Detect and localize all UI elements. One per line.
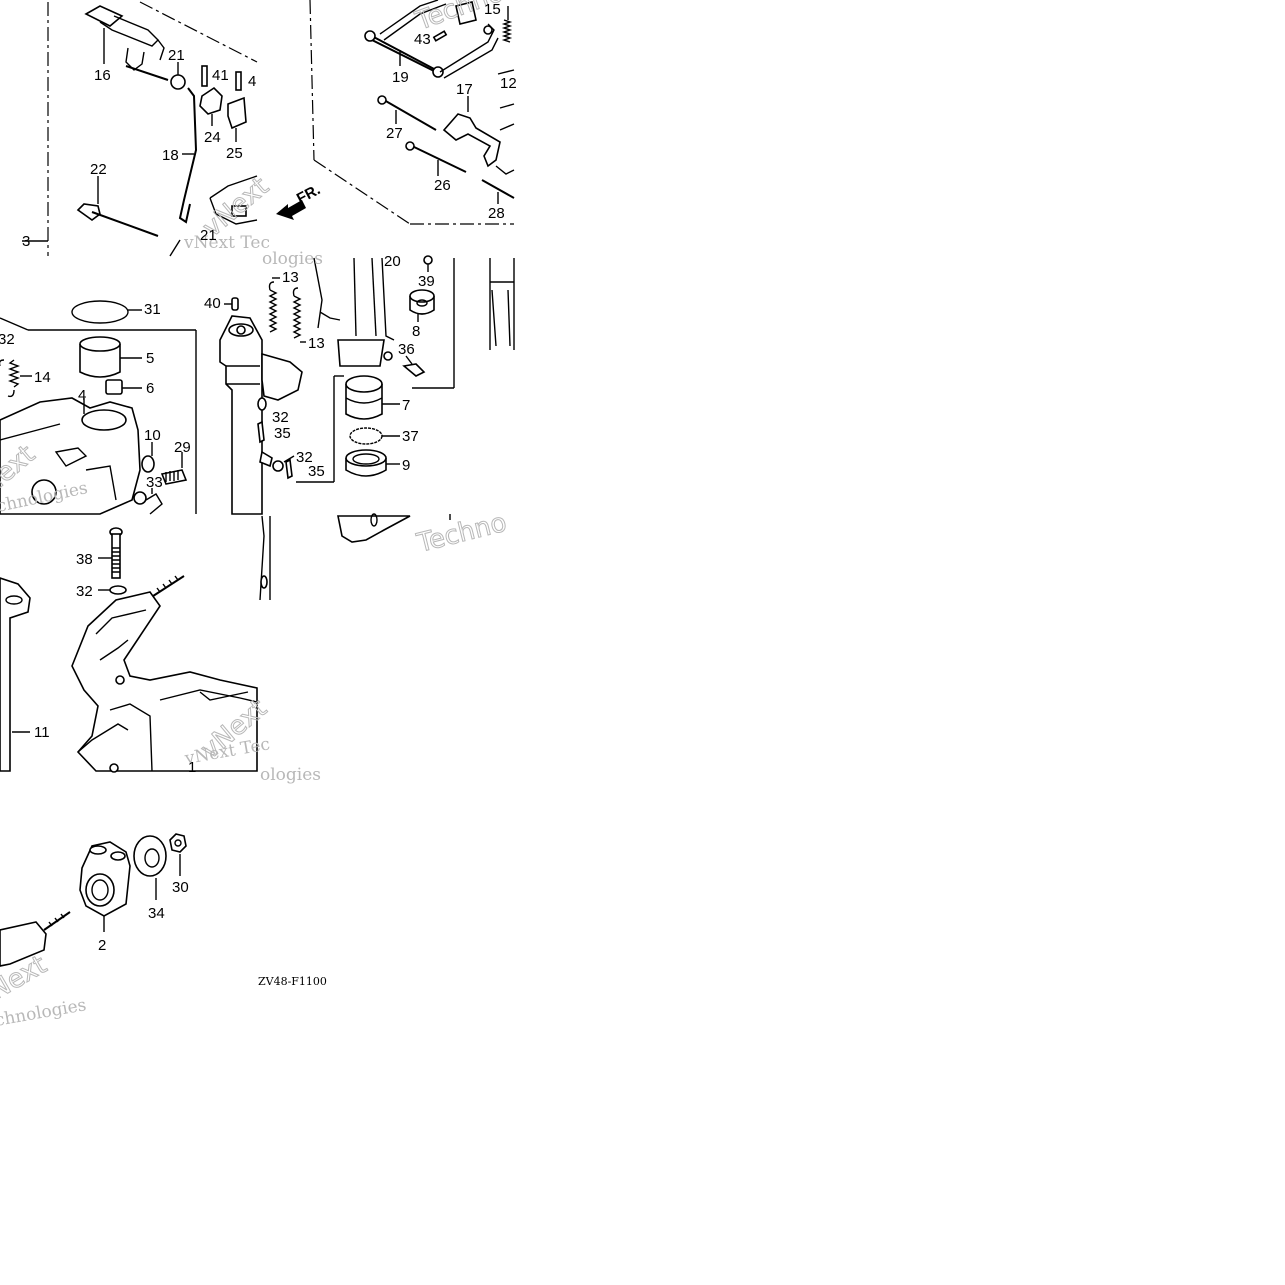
callout-3: 3 <box>22 233 30 250</box>
callout-14: 14 <box>34 369 51 386</box>
callout-34: 34 <box>148 905 165 922</box>
callout-28: 28 <box>488 205 505 222</box>
callout-40: 40 <box>204 295 221 312</box>
callout-21: 21 <box>200 227 217 244</box>
callout-17: 17 <box>456 81 473 98</box>
callout-19: 19 <box>392 69 409 86</box>
part-code-label: ZV48-F1100 <box>258 975 327 988</box>
front-direction-arrow: FR. <box>276 181 323 220</box>
tile-stern-bracket-left: vNext Tec vNext 38 32 11 1 <box>0 527 273 776</box>
callout-1: 1 <box>188 759 196 776</box>
callout-4: 4 <box>248 73 256 90</box>
watermark-text: ologies <box>260 765 321 785</box>
callout-6: 6 <box>146 380 154 397</box>
part-1-stern-bracket <box>71 591 258 773</box>
callout-13: 13 <box>308 335 325 352</box>
part-19-bracket-shaft <box>364 0 499 79</box>
callout-32: 32 <box>272 409 289 426</box>
callout-10: 10 <box>144 427 161 444</box>
watermark-text: chnologies <box>0 995 88 1031</box>
callout-5: 5 <box>146 350 154 367</box>
callout-26: 26 <box>434 177 451 194</box>
watermark-text: vNext Tec <box>183 233 270 253</box>
callout-11: 11 <box>34 724 50 741</box>
callout-18: 18 <box>162 147 179 164</box>
callout-4: 4 <box>78 387 86 404</box>
callout-7: 7 <box>402 397 410 414</box>
callout-33: 33 <box>146 474 163 491</box>
callout-36: 36 <box>398 341 415 358</box>
tile-stern-bracket-bottom: Next chnologies 2 34 30 <box>0 833 189 1031</box>
callout-31: 31 <box>144 301 161 318</box>
callout-2: 2 <box>98 937 106 954</box>
callout-21: 21 <box>168 47 185 64</box>
callout-32: 32 <box>296 449 313 466</box>
callout-20: 20 <box>384 253 401 270</box>
tile-linkage-upper-left: vNext Tec vNext 16 21 41 4 24 25 18 22 3… <box>22 1 275 257</box>
callout-9: 9 <box>402 457 410 474</box>
callout-35: 35 <box>308 463 325 480</box>
callout-32: 32 <box>76 583 93 600</box>
tile-linkage-upper-right: FR. Techno 15 43 19 12 17 27 26 28 <box>276 0 517 225</box>
part-2-clamp-block <box>79 841 131 932</box>
part-4-swivel-case <box>0 397 141 515</box>
callout-41: 41 <box>212 67 229 84</box>
callout-8: 8 <box>412 323 420 340</box>
callout-35: 35 <box>274 425 291 442</box>
part-16-bracket <box>84 5 165 71</box>
callout-30: 30 <box>172 879 189 896</box>
callout-22: 22 <box>90 161 107 178</box>
callout-32: 32 <box>0 331 15 348</box>
callout-39: 39 <box>418 273 435 290</box>
callout-16: 16 <box>94 67 111 84</box>
part-swivel-shaft-tube <box>219 315 263 515</box>
callout-37: 37 <box>402 428 419 445</box>
watermark-text: Techno <box>413 508 509 559</box>
callout-29: 29 <box>174 439 191 456</box>
callout-15: 15 <box>484 1 501 18</box>
callout-24: 24 <box>204 129 221 146</box>
watermark-text: ologies <box>262 249 323 269</box>
tile-stern-bracket-right: Techno ologies <box>259 507 510 785</box>
tile-swivel-case-left: Next chnologies 31 5 6 14 32 4 10 29 33 <box>0 300 197 517</box>
callout-12: 12 <box>500 75 517 92</box>
callout-25: 25 <box>226 145 243 162</box>
callout-43: 43 <box>414 31 431 48</box>
callout-38: 38 <box>76 551 93 568</box>
callout-13: 13 <box>282 269 299 286</box>
tile-swivel-shaft: ologies 40 13 13 20 39 8 36 7 37 9 32 35… <box>204 249 515 515</box>
callout-27: 27 <box>386 125 403 142</box>
